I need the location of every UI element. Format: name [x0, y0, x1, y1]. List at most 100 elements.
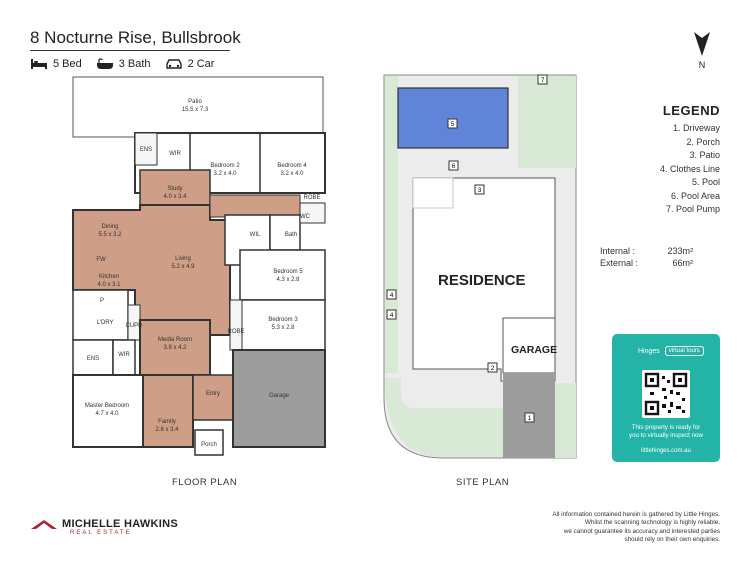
- bedroom3-size: 5.3 x 2.8: [271, 325, 295, 331]
- master-size: 4.7 x 4.0: [95, 411, 119, 417]
- fw-name: FW: [96, 257, 106, 263]
- legend-item: 4. Clothes Line: [659, 163, 720, 174]
- svg-text:6: 6: [452, 163, 456, 170]
- garage-name: Garage: [269, 393, 290, 399]
- svg-text:2: 2: [491, 365, 495, 372]
- north-label: N: [698, 60, 706, 70]
- svg-text:4: 4: [390, 312, 394, 319]
- disclaimer-line: Whilst the scanning technology is highly…: [584, 519, 720, 527]
- disclaimer-line: All information contained herein is gath…: [552, 511, 720, 518]
- bath-name: Bath: [285, 232, 297, 238]
- tour-message: This property is ready for you to virtua…: [616, 424, 716, 440]
- feature-bed: 5 Bed: [30, 58, 82, 70]
- external-area: External : 66m²: [600, 257, 693, 269]
- tour-message-line1: This property is ready for: [631, 424, 701, 431]
- dining-name: Dining: [101, 224, 118, 230]
- svg-text:5: 5: [451, 121, 455, 128]
- floor-plan: Patio 15.5 x 7.3 ENS WIR Bedroom 2 3.2 x…: [72, 76, 326, 456]
- legend-item: 5. Pool: [691, 177, 720, 187]
- disclaimer: All information contained herein is gath…: [520, 511, 720, 544]
- bedroom5-size: 4.3 x 2.8: [276, 277, 300, 283]
- svg-text:4: 4: [390, 292, 394, 299]
- wil-name: WIL: [250, 232, 261, 238]
- family-size: 2.8 x 3.4: [155, 427, 179, 433]
- car-count: 2 Car: [187, 58, 215, 70]
- internal-area-label: Internal :: [600, 246, 636, 256]
- internal-area: Internal : 233m²: [600, 245, 693, 257]
- kitchen-size: 4.0 x 3.1: [97, 282, 121, 288]
- site-garage-label: GARAGE: [511, 344, 557, 356]
- roof-logo-icon: [31, 520, 57, 529]
- floor-plan-caption: FLOOR PLAN: [172, 477, 238, 488]
- svg-text:7: 7: [541, 77, 545, 84]
- bedroom2-name: Bedroom 2: [210, 163, 240, 169]
- property-features: 5 Bed 3 Bath 2 Car: [30, 58, 214, 70]
- feature-bath: 3 Bath: [96, 58, 151, 70]
- north-arrow-icon: [694, 32, 710, 56]
- external-area-label: External :: [600, 258, 639, 268]
- study-size: 4.0 x 3.4: [163, 194, 187, 200]
- tour-url[interactable]: littlehinges.com.au: [641, 448, 691, 454]
- bedroom2-size: 3.2 x 4.0: [213, 171, 237, 177]
- tour-badge: virtual tours: [664, 346, 704, 356]
- media-name: Media Room: [158, 337, 192, 343]
- agent-logo: MICHELLE HAWKINS REAL ESTATE: [30, 518, 178, 536]
- bath-icon: [96, 58, 113, 69]
- legend: LEGEND 1. Driveway 2. Porch 3. Patio 4. …: [600, 103, 720, 217]
- media-size: 3.9 x 4.2: [163, 345, 187, 351]
- pantry-name: P: [100, 298, 104, 304]
- living-size: 5.2 x 4.9: [171, 264, 195, 270]
- site-plan-caption: SITE PLAN: [456, 477, 510, 488]
- marker-4a: 4: [386, 289, 397, 300]
- robe-mid-name: ROBE: [227, 329, 244, 335]
- agent-sub: REAL ESTATE: [70, 530, 132, 536]
- ens-top-name: ENS: [140, 147, 152, 153]
- bed-icon: [31, 59, 47, 69]
- north-indicator: N: [690, 30, 714, 70]
- legend-item: 6. Pool Area: [670, 190, 720, 201]
- legend-item: 3. Patio: [689, 150, 720, 160]
- marker-7: 7: [537, 74, 548, 85]
- agent-logo-row: MICHELLE HAWKINS: [30, 518, 178, 530]
- wir-bottom-name: WIR: [118, 352, 130, 358]
- title-divider: [30, 50, 230, 51]
- family-name: Family: [158, 419, 176, 425]
- patio-size: 15.5 x 7.3: [182, 107, 209, 113]
- porch-name: Porch: [201, 442, 217, 448]
- marker-2: 2: [487, 362, 498, 373]
- legend-item: 1. Driveway: [672, 123, 720, 133]
- svg-text:1: 1: [528, 415, 532, 422]
- tour-brand: Hinges virtual tours: [638, 346, 704, 356]
- kitchen-name: Kitchen: [99, 274, 119, 280]
- study-name: Study: [167, 186, 182, 192]
- bath-count: 3 Bath: [118, 58, 151, 70]
- feature-car: 2 Car: [165, 58, 215, 70]
- wc-name: WC: [300, 214, 311, 220]
- svg-text:3: 3: [478, 187, 482, 194]
- master-name: Master Bedroom: [85, 403, 129, 409]
- site-plan: 1 2 3 4 4 5 6 7 RESIDENCE GARAGE: [383, 74, 577, 459]
- legend-item: 2. Porch: [686, 136, 720, 147]
- internal-area-value: 233m²: [667, 246, 693, 256]
- car-icon: [165, 59, 182, 69]
- legend-item: 7. Pool Pump: [665, 204, 720, 214]
- qr-code-icon[interactable]: [642, 370, 690, 418]
- area-summary: Internal : 233m² External : 66m²: [600, 245, 693, 269]
- cupd-name: CUPD: [125, 323, 143, 329]
- bed-count: 5 Bed: [53, 58, 82, 70]
- patio-name: Patio: [188, 99, 202, 105]
- dining-size: 5.5 x 3.2: [98, 232, 122, 238]
- tour-brand-name: Hinges: [638, 347, 660, 355]
- property-title: 8 Nocturne Rise, Bullsbrook: [30, 28, 241, 47]
- disclaimer-line: we cannot guarantee its accuracy and int…: [563, 527, 720, 535]
- marker-1: 1: [524, 412, 535, 423]
- bedroom5-name: Bedroom 5: [273, 269, 303, 275]
- virtual-tour-card[interactable]: Hinges virtual tours This property is re…: [612, 334, 720, 462]
- marker-4b: 4: [386, 309, 397, 320]
- ens-bottom-name: ENS: [87, 356, 99, 362]
- bedroom3-name: Bedroom 3: [268, 317, 298, 323]
- wir-top-name: WIR: [169, 151, 181, 157]
- bedroom4-name: Bedroom 4: [277, 163, 307, 169]
- agent-name: MICHELLE HAWKINS: [62, 518, 179, 530]
- marker-3: 3: [474, 184, 485, 195]
